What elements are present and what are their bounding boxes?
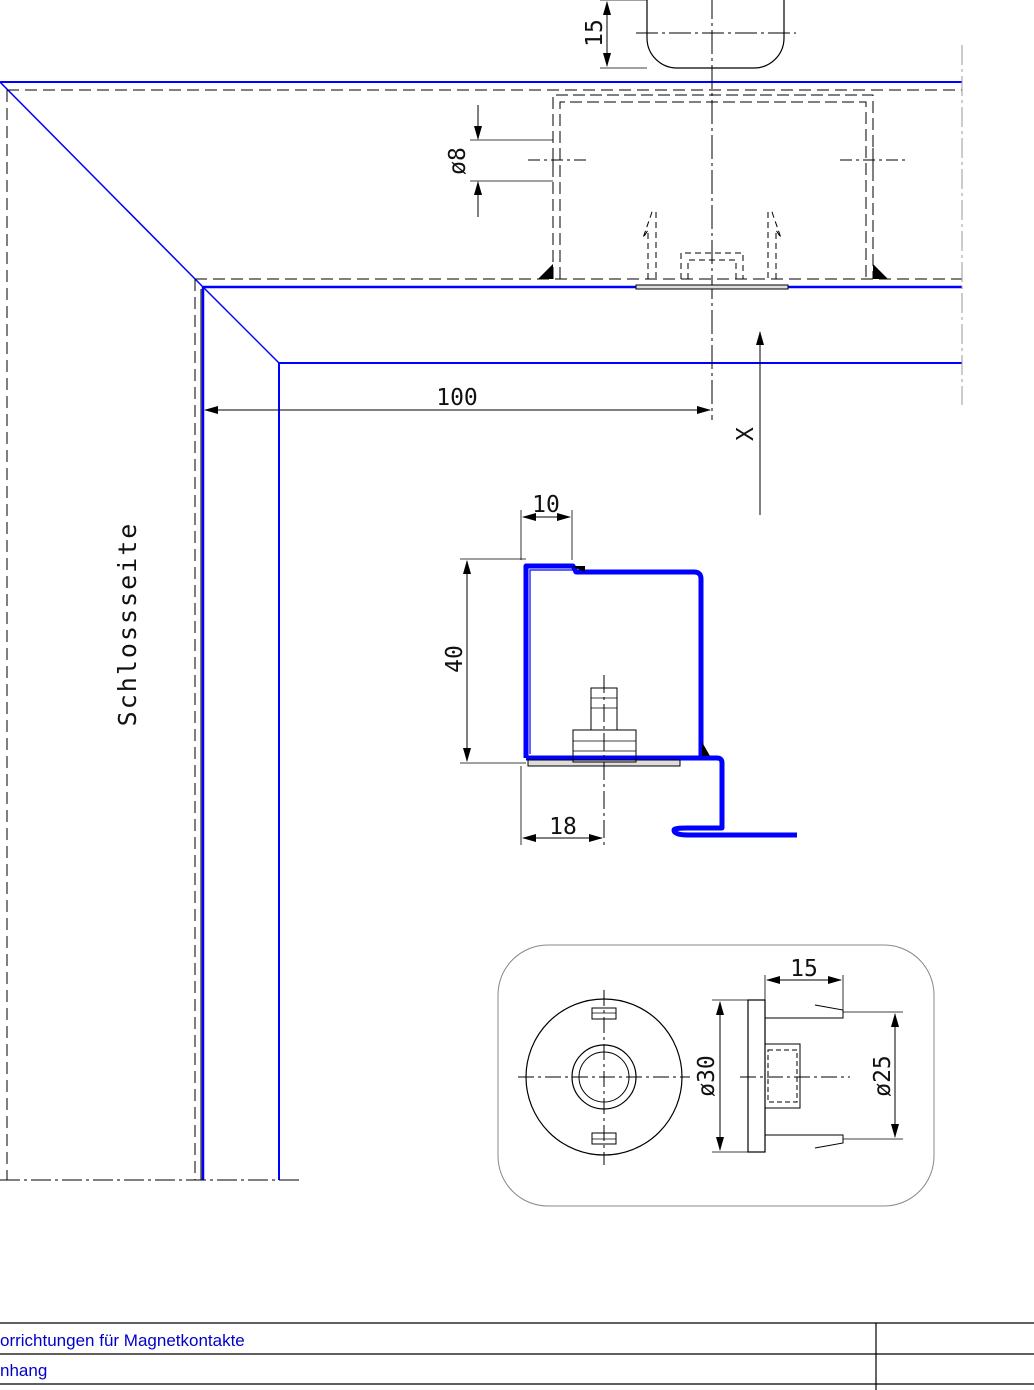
title-row-2: nhang — [0, 1361, 47, 1380]
frame-corner — [0, 45, 963, 1181]
dim-phi8: ø8 — [445, 147, 471, 175]
title-block — [0, 1322, 1034, 1390]
dim-15-top: 15 — [582, 19, 608, 47]
dim-18: 18 — [549, 814, 577, 840]
profile-section — [460, 510, 797, 845]
dim-x: X — [733, 427, 759, 441]
dim-40: 40 — [442, 645, 468, 673]
dim-phi25: ø25 — [870, 1055, 896, 1097]
title-row-1: orrichtungen für Magnetkontakte — [0, 1331, 245, 1350]
dim-100: 100 — [436, 385, 478, 411]
dim-15-detail: 15 — [790, 956, 818, 982]
dim-10: 10 — [532, 492, 560, 518]
side-label: Schlossseite — [113, 522, 142, 727]
dim-phi30: ø30 — [694, 1055, 720, 1097]
contact-detail — [497, 944, 935, 1207]
contact-housing-top — [470, 0, 905, 420]
